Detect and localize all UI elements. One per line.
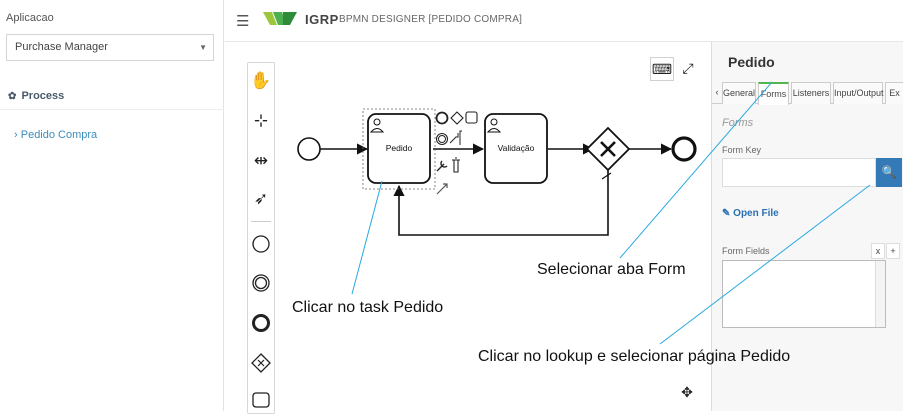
- chevron-down-icon: ▼: [199, 43, 207, 52]
- exclusive-gateway[interactable]: [585, 126, 631, 172]
- tab-extensions[interactable]: Ex: [885, 82, 903, 104]
- context-pad[interactable]: [435, 111, 478, 195]
- append-text-annotation-icon: [449, 130, 462, 145]
- scrollbar[interactable]: [875, 261, 885, 327]
- default-flow-marker: [601, 172, 612, 180]
- task-pedido[interactable]: Pedido: [367, 113, 431, 184]
- recenter-icon[interactable]: ✥: [675, 381, 699, 405]
- tab-general[interactable]: General: [722, 82, 756, 104]
- properties-tabs: ‹ General Forms Listeners Input/Output E…: [712, 82, 903, 105]
- element-title: Pedido: [728, 54, 775, 70]
- annotation-click-lookup: Clicar no lookup e selecionar página Ped…: [478, 348, 791, 365]
- search-icon: 🔍: [881, 165, 897, 179]
- task-validacao-label: Validação: [498, 143, 535, 153]
- tool-palette: ✋ ⊹ ⇹ ➶: [247, 62, 275, 414]
- form-fields-label: Form Fields: [722, 246, 770, 256]
- process-heading: ✿ Process: [8, 90, 64, 102]
- page-subtitle: BPMN DESIGNER [PEDIDO COMPRA]: [339, 14, 523, 25]
- remove-field-button[interactable]: x: [871, 243, 885, 259]
- task-icon[interactable]: [248, 387, 274, 417]
- brand-name: IGRP: [305, 12, 339, 27]
- sequence-flow-loop[interactable]: [393, 170, 609, 236]
- form-fields-list[interactable]: [722, 260, 886, 328]
- gateway-icon[interactable]: [248, 350, 274, 380]
- application-select[interactable]: Purchase Manager ▼: [6, 34, 214, 61]
- fullscreen-icon[interactable]: ⤢: [676, 57, 700, 81]
- menu-icon[interactable]: ☰: [236, 13, 250, 30]
- wrench-icon: [436, 160, 448, 172]
- add-field-button[interactable]: +: [886, 243, 900, 259]
- keyboard-icon[interactable]: ⌨: [650, 57, 674, 81]
- process-item-label: Pedido Compra: [20, 129, 98, 141]
- start-event[interactable]: [297, 137, 321, 161]
- selection-outline: [362, 108, 436, 190]
- open-file-link[interactable]: ✎ Open File: [722, 208, 779, 219]
- connect-tool-icon[interactable]: ➶: [253, 189, 269, 208]
- space-tool-icon[interactable]: ⇹: [253, 151, 269, 170]
- edit-icon: ✎: [722, 208, 731, 219]
- start-event-icon[interactable]: [248, 231, 274, 261]
- tab-listeners[interactable]: Listeners: [791, 82, 831, 104]
- sidebar: Aplicacao Purchase Manager ▼ ✿ Process ›…: [0, 0, 224, 411]
- palette-divider: [251, 221, 271, 222]
- form-key-label: Form Key: [722, 145, 762, 155]
- form-key-input[interactable]: [722, 158, 876, 187]
- user-task-icon: [373, 118, 381, 126]
- section-title: Forms: [722, 117, 754, 129]
- connect-icon: [436, 183, 448, 195]
- igrp-logo: [263, 12, 297, 25]
- annotation-click-task: Clicar no task Pedido: [292, 299, 444, 316]
- hand-tool-icon[interactable]: ✋: [250, 71, 272, 90]
- annotation-select-tab: Selecionar aba Form: [537, 261, 686, 278]
- tabs-scroll-left-icon[interactable]: ‹: [715, 87, 719, 97]
- append-intermediate-event-icon: [435, 132, 449, 146]
- trash-icon: [452, 157, 460, 173]
- append-end-event-icon: [435, 111, 449, 125]
- divider: [0, 109, 224, 110]
- tab-input-output[interactable]: Input/Output: [833, 82, 884, 104]
- bpmn-diagram: Pedido Validação: [297, 108, 697, 236]
- task-validacao[interactable]: Validação: [484, 113, 548, 184]
- top-bar: ☰ IGRP BPMN DESIGNER [PEDIDO COMPRA]: [225, 0, 903, 42]
- task-pedido-label: Pedido: [386, 143, 413, 153]
- process-heading-label: Process: [21, 90, 65, 102]
- open-file-label: Open File: [733, 208, 779, 219]
- append-task-icon: [465, 111, 478, 124]
- chevron-right-icon: ›: [14, 129, 18, 141]
- user-task-icon: [490, 118, 498, 126]
- process-item-pedido-compra[interactable]: › Pedido Compra: [14, 129, 97, 141]
- intermediate-event-icon[interactable]: [248, 270, 274, 300]
- gear-icon: ✿: [8, 91, 17, 102]
- lookup-search-button[interactable]: 🔍: [876, 158, 902, 187]
- application-label: Aplicacao: [6, 12, 54, 24]
- append-gateway-icon: [450, 111, 464, 125]
- end-event[interactable]: [671, 136, 697, 162]
- tab-forms[interactable]: Forms: [758, 82, 789, 105]
- lasso-tool-icon[interactable]: ⊹: [253, 111, 269, 130]
- end-event-icon[interactable]: [248, 310, 274, 340]
- application-select-value: Purchase Manager: [15, 41, 108, 53]
